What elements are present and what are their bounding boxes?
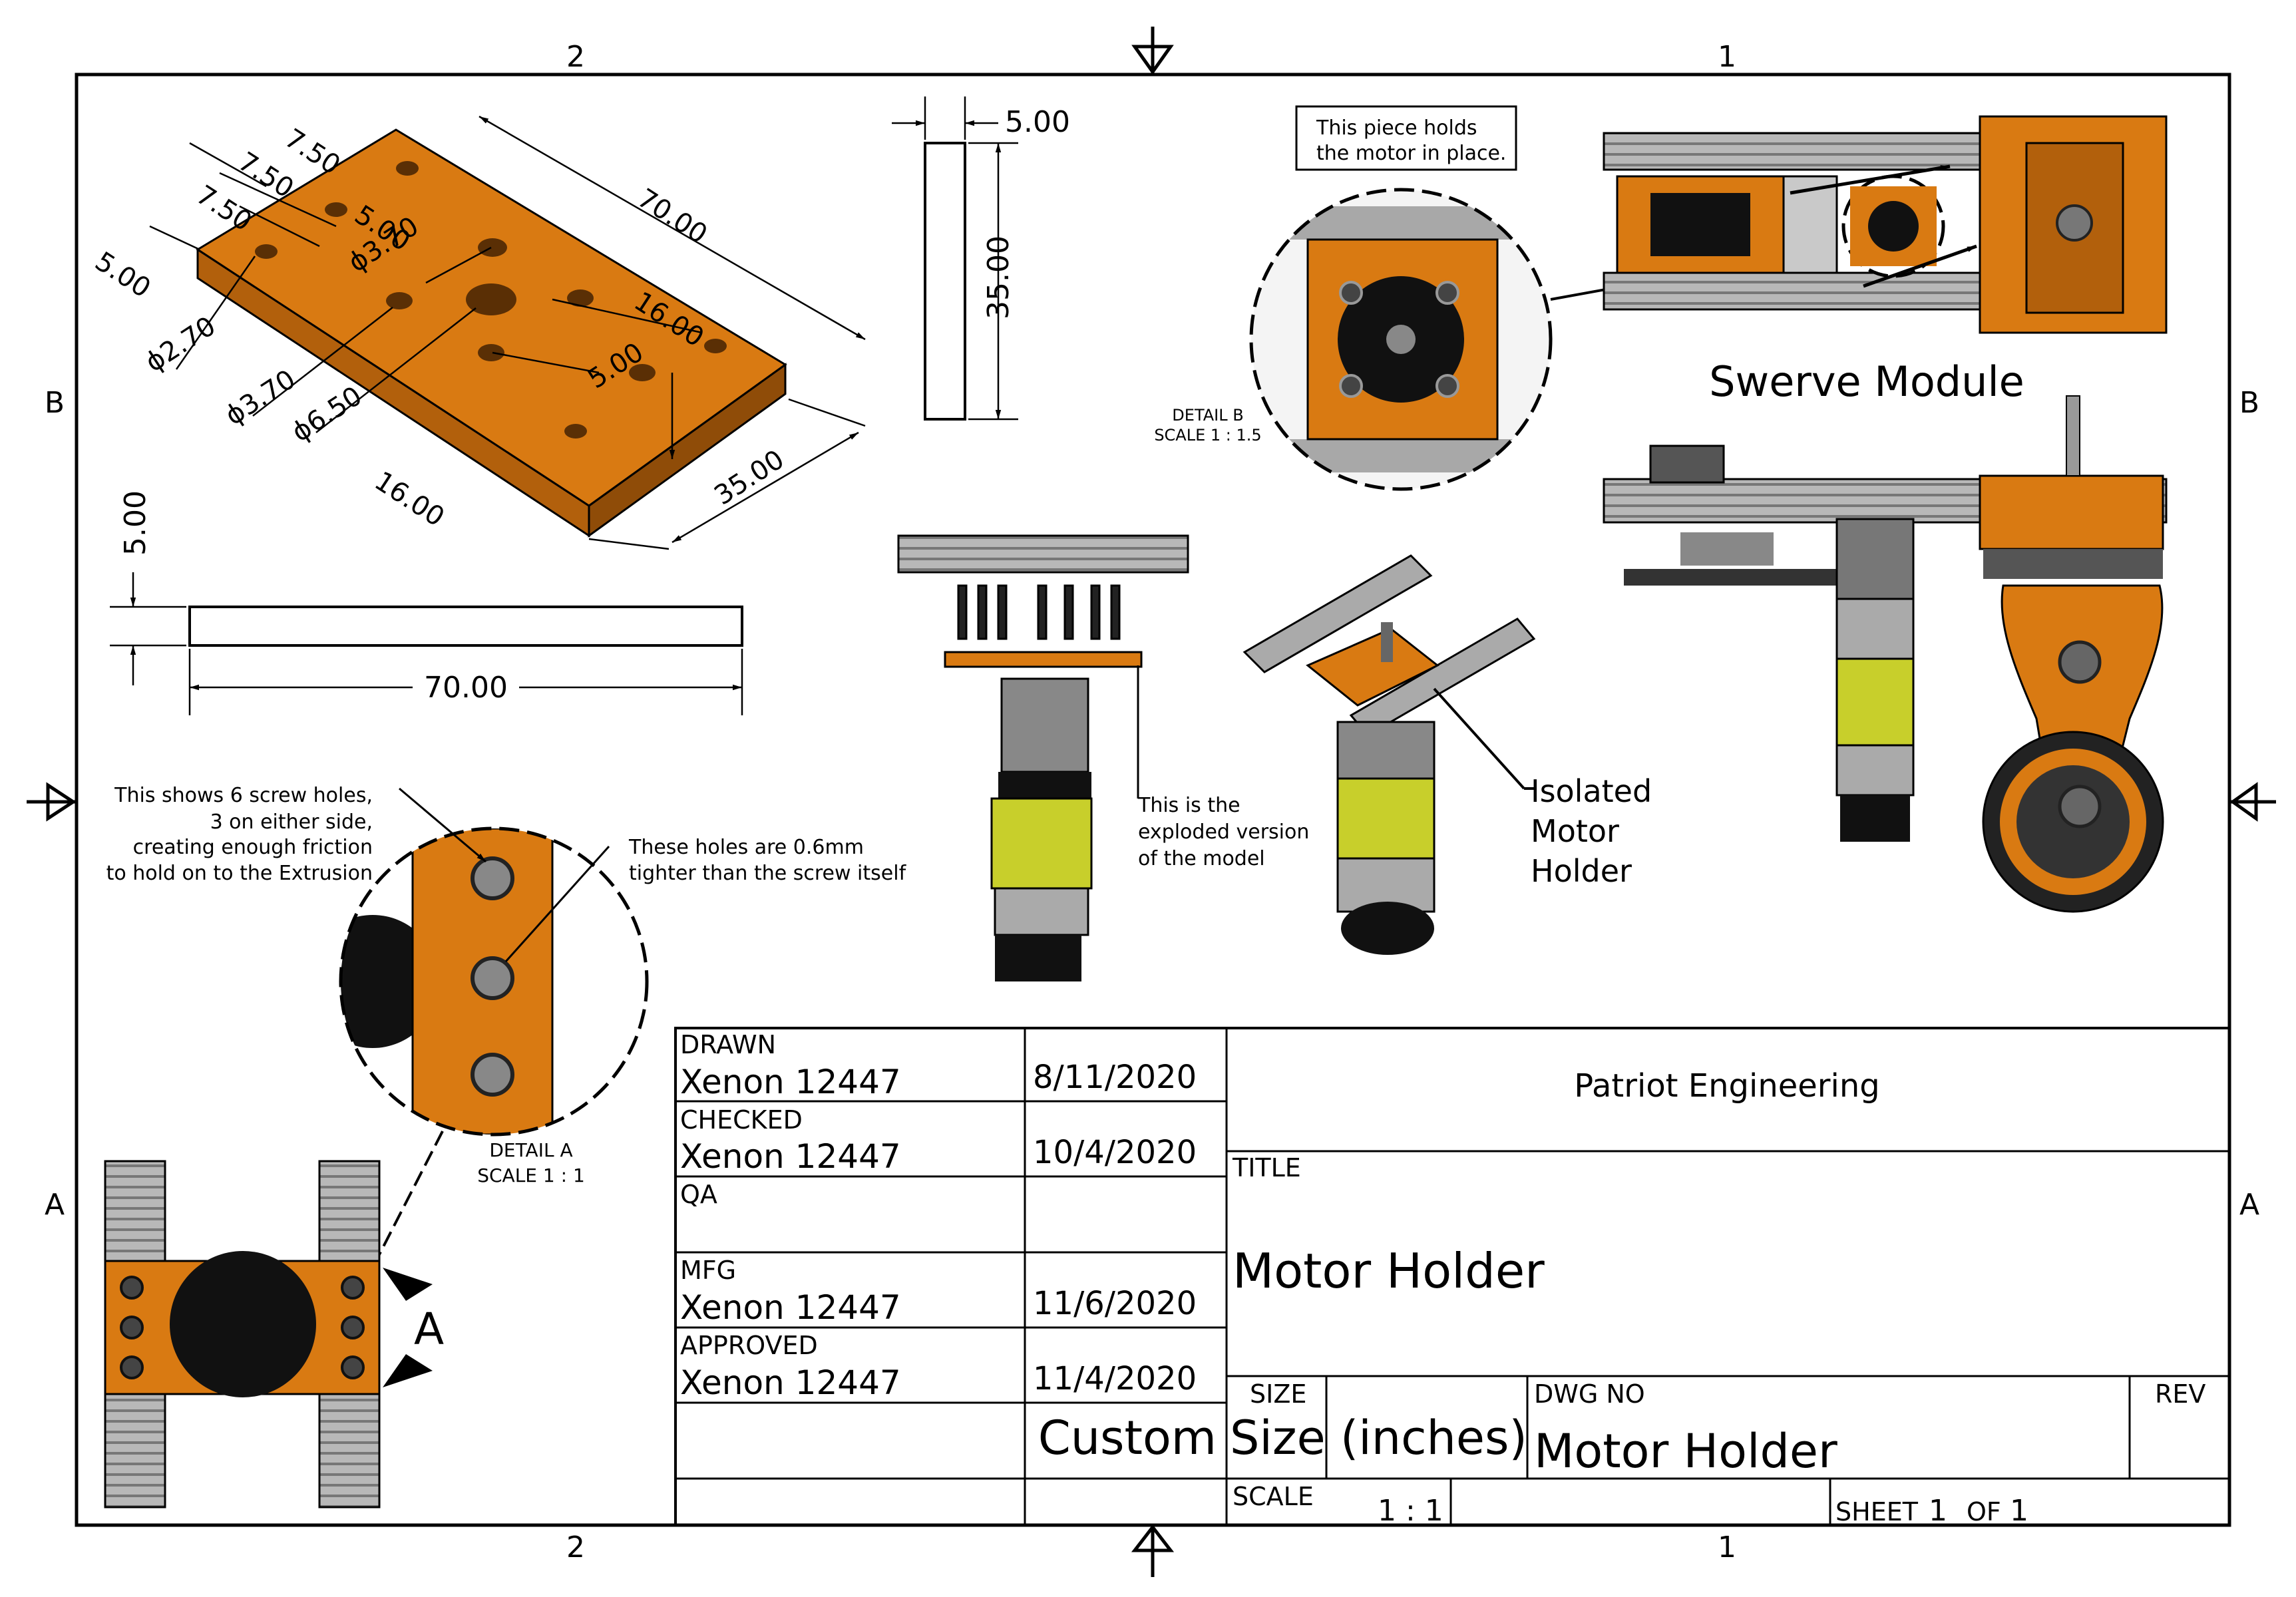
zone-bottom-1: 1 [1718,1530,1736,1564]
isolated-view [1243,554,1536,955]
approved-label: APPROVED [680,1331,818,1360]
title-label: TITLE [1232,1153,1301,1182]
checked-label: CHECKED [680,1105,803,1135]
center-mark-right [2229,782,2276,822]
exploded-note-2: exploded version [1138,820,1309,844]
tight-note-2: tighter than the screw itself [629,862,907,885]
swerve-module-side-view [1603,395,2168,913]
swerve-module-top-view [1603,115,2168,334]
dwg-no-label: DWG NO [1534,1379,1645,1409]
scale-label: SCALE [1233,1482,1314,1511]
exploded-note-3: of the model [1138,847,1265,870]
detail-a-view: DETAIL A SCALE 1 : 1 [339,787,649,1262]
iso-dim-5: 5.00 [90,246,156,304]
drawn-name: Xenon 12447 [680,1063,901,1101]
of-label: OF [1967,1497,2001,1526]
rev-label: REV [2155,1379,2205,1409]
sheet-num: 1 [1929,1494,1947,1528]
side-view: 5.00 35.00 [892,96,1070,421]
screw-note-2: 3 on either side, [210,810,373,834]
title-block [674,1027,2231,1526]
approved-name: Xenon 12447 [680,1363,901,1402]
company-name: Patriot Engineering [1574,1067,1880,1105]
motor-hold-line-1: This piece holds [1316,116,1477,140]
detail-a-label: DETAIL A [489,1139,572,1161]
zone-left-b: B [45,386,65,420]
detail-b-scale: SCALE 1 : 1.5 [1154,426,1261,444]
mfg-name: Xenon 12447 [680,1288,901,1327]
tight-note-1: These holes are 0.6mm [628,836,864,859]
screw-note: This shows 6 screw holes, 3 on either si… [106,784,373,885]
mfg-date: 11/6/2020 [1033,1285,1197,1322]
tight-holes-note: These holes are 0.6mm tighter than the s… [628,836,907,885]
scale-value: 1 : 1 [1378,1494,1443,1528]
side-height: 35.00 [982,236,1016,319]
screw-note-3: creating enough friction [133,836,373,859]
swerve-module-title: Swerve Module [1709,357,2024,406]
center-mark-top [1131,27,1174,75]
zone-top-2: 2 [566,40,585,74]
center-mark-bottom [1131,1524,1175,1577]
exploded-view [897,534,1189,981]
approved-date: 11/4/2020 [1033,1360,1197,1397]
holder-top-view: A [104,1160,444,1508]
zone-bottom-2: 2 [566,1530,585,1564]
center-mark-left [27,782,77,822]
bottom-length: 70.00 [424,671,508,705]
drawn-date: 8/11/2020 [1033,1059,1197,1096]
zone-right-b: B [2239,386,2259,420]
checked-date: 10/4/2020 [1033,1134,1197,1171]
zone-right-a: A [2239,1188,2259,1222]
side-thickness: 5.00 [1005,105,1070,139]
motor-hold-note: This piece holds the motor in place. [1295,105,1517,171]
zone-left-a: A [45,1188,65,1222]
sheet-total: 1 [2010,1494,2028,1528]
custom-text: Custom [1038,1411,1217,1465]
zone-top-1: 1 [1718,40,1736,74]
iso-view: 7.50 7.50 7.50 5.00 5.00 70.00 ϕ3.70 16.… [90,115,866,550]
drawn-label: DRAWN [680,1030,776,1059]
isolated-note-2: Motor [1531,813,1619,849]
iso-dim-14: 35.00 [709,444,789,511]
detail-a-scale: SCALE 1 : 1 [477,1164,585,1186]
bottom-view: 5.00 70.00 [110,490,743,715]
detail-a-marker: A [414,1304,444,1355]
isolated-note-3: Holder [1531,853,1632,889]
qa-label: QA [680,1180,717,1209]
bottom-thickness: 5.00 [118,490,152,556]
isolated-note-1: Isolated [1531,773,1652,809]
exploded-note-1: This is the [1137,794,1241,817]
iso-dim-13: 16.00 [369,466,450,533]
mfg-label: MFG [680,1256,736,1285]
dwg-no-value: Motor Holder [1534,1424,1837,1479]
size-label: SIZE [1250,1379,1306,1409]
iso-dim-6: 70.00 [632,183,713,250]
motor-hold-line-2: the motor in place. [1316,142,1506,165]
drawing-title: Motor Holder [1233,1243,1545,1299]
screw-note-1: This shows 6 screw holes, [114,784,373,807]
checked-name: Xenon 12447 [680,1137,901,1176]
sheet-label: SHEET [1835,1497,1919,1526]
iso-dim-10: ϕ2.70 [140,311,221,378]
detail-b-label: DETAIL B [1172,406,1243,425]
size-value: Size (inches) [1230,1411,1527,1465]
screw-note-4: to hold on to the Extrusion [106,862,373,885]
